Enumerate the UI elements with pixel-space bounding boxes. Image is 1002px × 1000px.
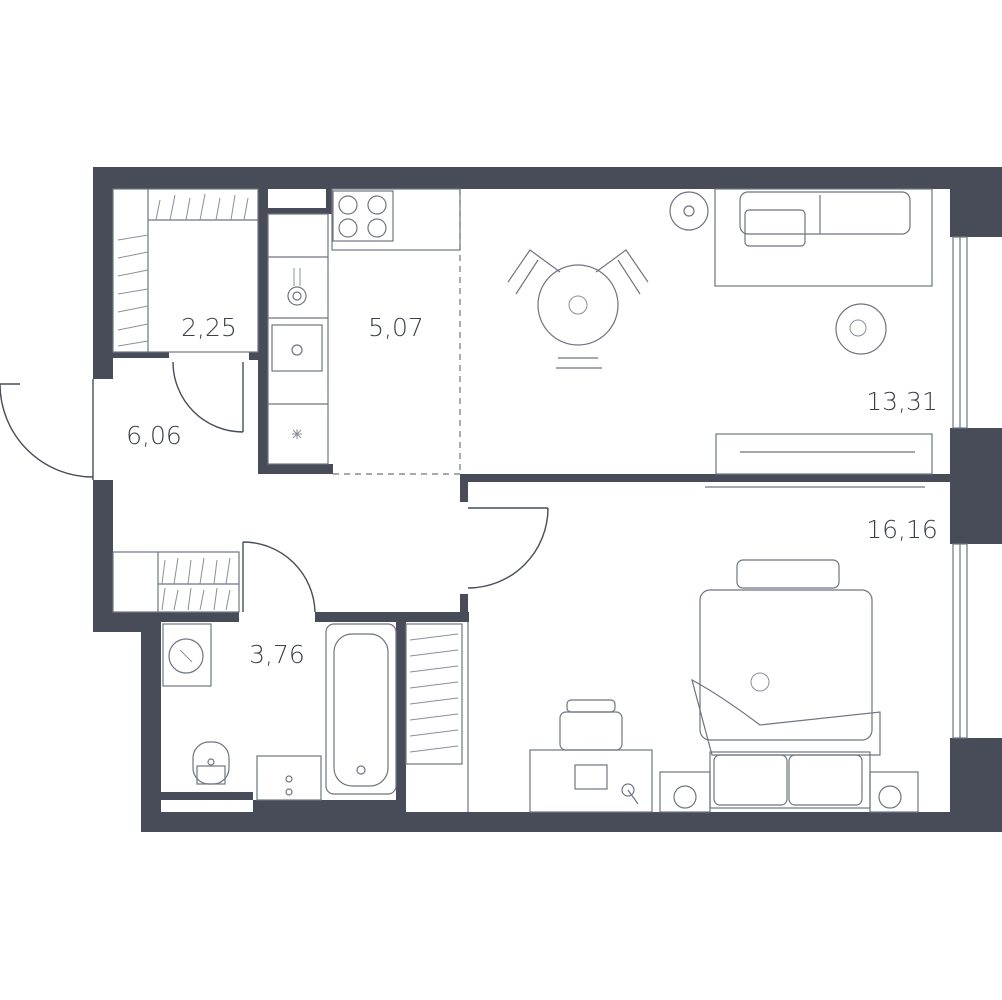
plant-icon [835, 303, 887, 355]
nightstand-left-icon [659, 771, 711, 813]
washbasin-icon [256, 755, 322, 801]
toilet-icon [192, 741, 230, 785]
bedroom-area-label: 16,16 [866, 515, 938, 544]
desk-chair-icon [559, 699, 623, 751]
bathroom-area-label: 3,76 [249, 640, 305, 669]
dining-table-icon [507, 249, 649, 369]
wardrobe-shelving [112, 188, 259, 353]
ventilation-icon [292, 429, 302, 439]
windows [952, 236, 968, 739]
kitchen-furniture [267, 188, 461, 475]
stove-icon [332, 190, 394, 242]
wardrobe-area-label: 2,25 [181, 313, 237, 342]
hall-wardrobe [112, 551, 240, 613]
faucet-icon [287, 268, 307, 306]
bathtub-icon [325, 623, 397, 795]
desk-icon [529, 749, 653, 813]
walls [93, 167, 1002, 832]
hallway-area-label: 6,06 [126, 421, 182, 450]
nightstand-right-icon [869, 771, 919, 813]
bed-icon [691, 559, 881, 809]
floor-lamp-icon [669, 191, 709, 231]
washing-machine-icon [162, 623, 212, 687]
sofa-icon [714, 188, 933, 287]
sink-icon [271, 324, 323, 372]
kitchen-area-label: 5,07 [368, 313, 424, 342]
doors [0, 361, 549, 613]
tv-stand-icon [705, 433, 933, 488]
bathroom-cabinet [405, 622, 469, 812]
living-area-label: 13,31 [866, 387, 938, 416]
